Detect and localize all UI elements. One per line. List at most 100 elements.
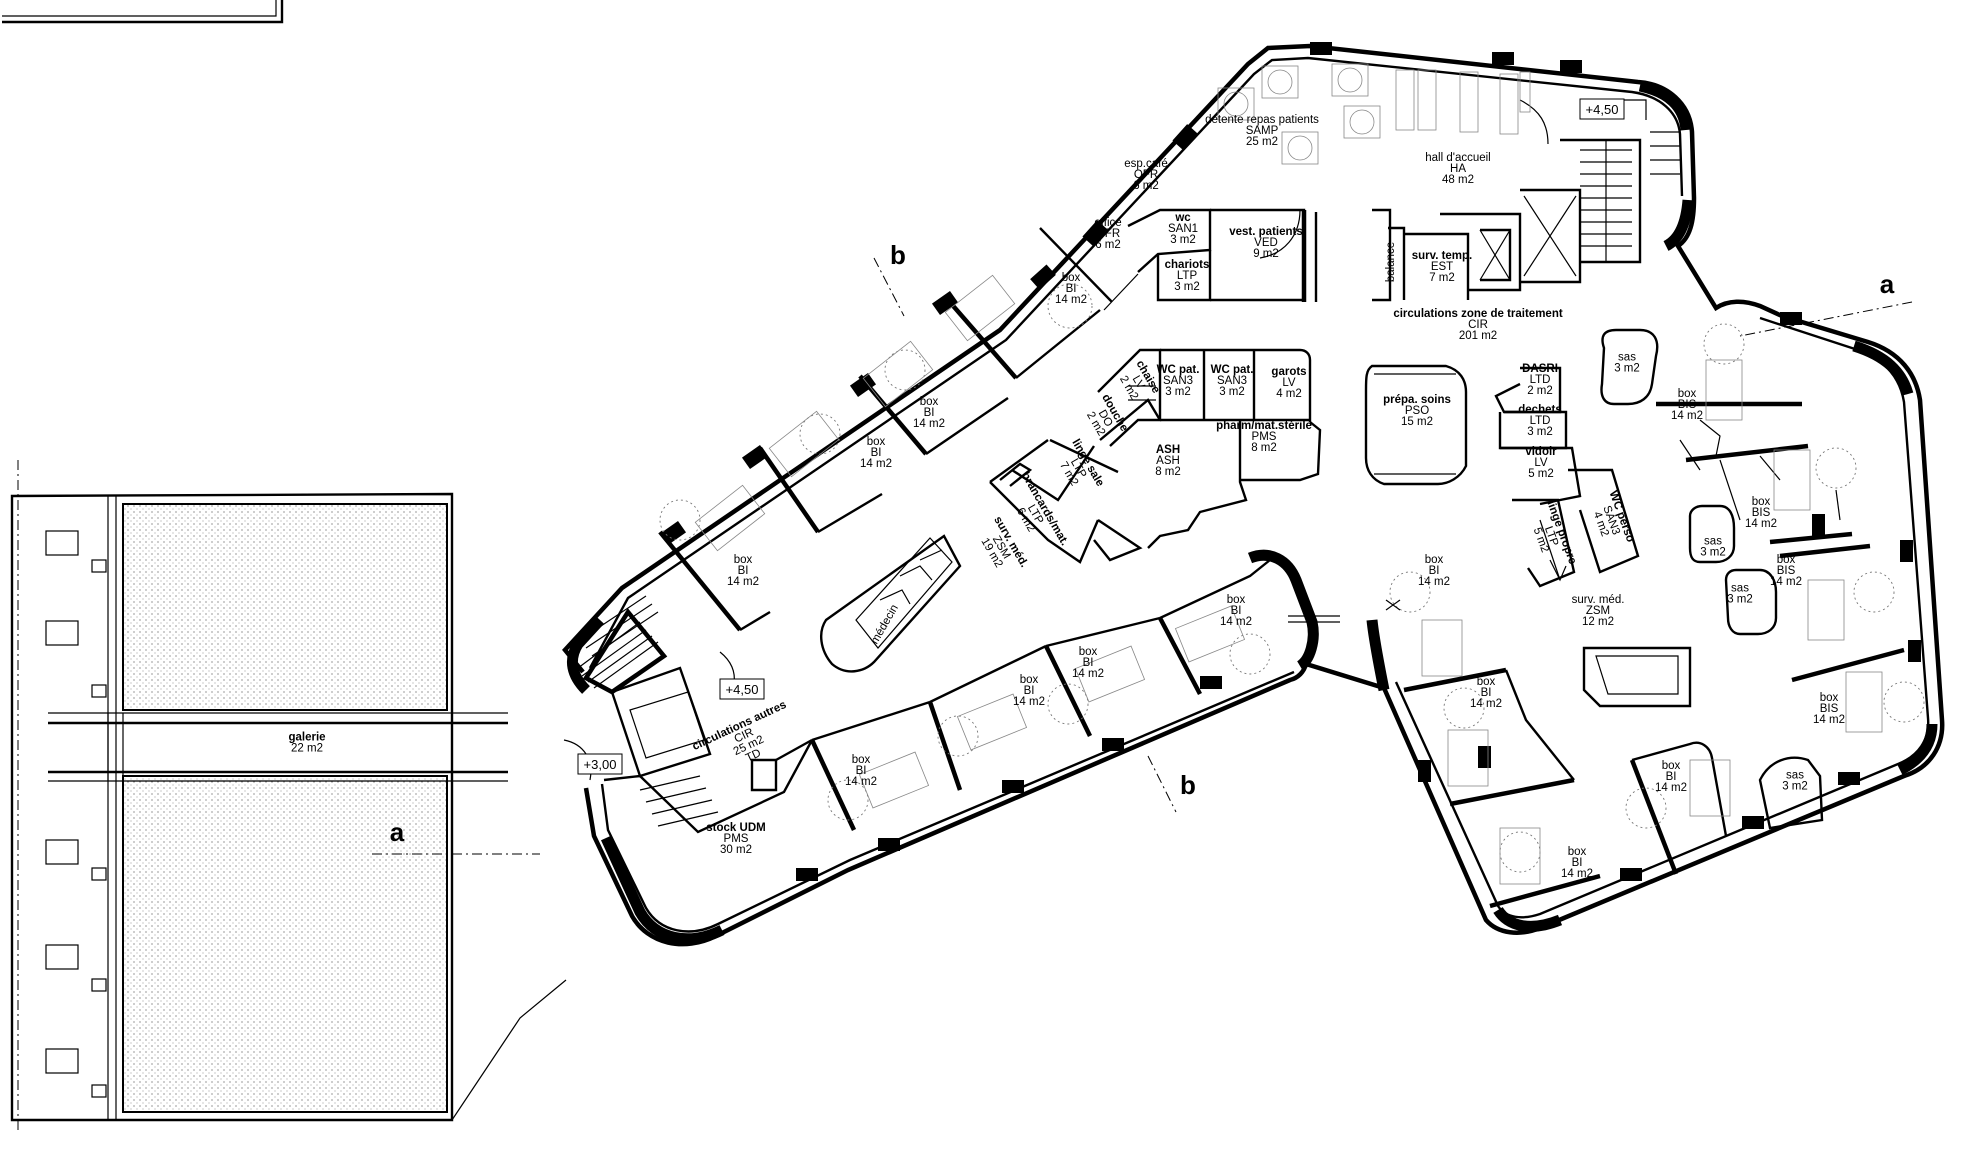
room-label-line: SAN3 bbox=[1163, 375, 1193, 387]
room-label-line: 9 m2 bbox=[1253, 248, 1279, 260]
room-label-line: 6 m2 bbox=[1133, 180, 1159, 192]
room-label-line: BI bbox=[1572, 857, 1583, 869]
room-label-line: OFR bbox=[1096, 228, 1120, 240]
room-label-line: sas bbox=[1704, 536, 1722, 548]
room-label-line: 30 m2 bbox=[720, 844, 752, 856]
room-label-line: 14 m2 bbox=[1671, 410, 1703, 422]
room-label-line: 14 m2 bbox=[860, 458, 892, 470]
room-label-line: esp.café bbox=[1124, 158, 1167, 170]
room-label-line: prépa. soins bbox=[1383, 394, 1451, 406]
room-label-line: BIS bbox=[1820, 703, 1839, 715]
room-label-line: surv. temp. bbox=[1412, 250, 1473, 262]
room-label-line: PMS bbox=[1252, 431, 1277, 443]
room-label-line: box bbox=[1777, 554, 1796, 566]
room-label-line: hall d'accueil bbox=[1425, 152, 1491, 164]
room-label-line: 14 m2 bbox=[1072, 668, 1104, 680]
room-label-line: sas bbox=[1731, 583, 1749, 595]
room-label-line: box bbox=[1425, 554, 1444, 566]
room-label-line: 3 m2 bbox=[1614, 363, 1640, 375]
room-label-line: box bbox=[1477, 676, 1496, 688]
survmed2-desk bbox=[1582, 646, 1692, 708]
room-label-line: BI bbox=[1666, 771, 1677, 783]
level-marker: +4,50 bbox=[1579, 98, 1625, 120]
room-label-line: surv. méd. bbox=[1572, 594, 1625, 606]
room-label-line: balance bbox=[1385, 242, 1397, 282]
room-label-line: PMS bbox=[724, 833, 749, 845]
level-marker-label: +4,50 bbox=[1586, 102, 1619, 117]
room-label-line: 3 m2 bbox=[1174, 281, 1200, 293]
room-label-line: LV bbox=[1282, 377, 1296, 389]
room-label-line: box bbox=[1020, 674, 1039, 686]
level-marker-label: +3,00 bbox=[584, 757, 617, 772]
room-label-line: LTD bbox=[1530, 415, 1551, 427]
room-label-line: 8 m2 bbox=[1251, 442, 1277, 454]
site-line bbox=[451, 979, 567, 1121]
level-markers: +4,50 +4,50 +3,00 bbox=[577, 98, 1625, 775]
room-label-line: TD bbox=[744, 747, 763, 764]
bottom-wing-partitions bbox=[775, 559, 1340, 831]
room-label-line: box bbox=[920, 396, 939, 408]
room-label-line: sas bbox=[1618, 352, 1636, 364]
room-label-line: 5 m2 bbox=[1528, 468, 1554, 480]
room-label-line: chariots bbox=[1165, 259, 1210, 271]
room-label-line: 14 m2 bbox=[1418, 576, 1450, 588]
room-label-line: BIS bbox=[1752, 507, 1771, 519]
bench-row bbox=[45, 530, 107, 1098]
room-label-line: box bbox=[1752, 496, 1771, 508]
room-label-line: LTD bbox=[1530, 374, 1551, 386]
room-label-line: sas bbox=[1786, 770, 1804, 782]
room-label-line: garots bbox=[1271, 366, 1306, 378]
room-label-line: BI bbox=[871, 447, 882, 459]
right-service-column bbox=[1494, 366, 1640, 588]
room-label-line: 14 m2 bbox=[1561, 868, 1593, 880]
building-outline bbox=[562, 43, 1945, 947]
room-label-line: stock UDM bbox=[706, 822, 765, 834]
room-label-line: 14 m2 bbox=[1220, 616, 1252, 628]
room-label-line: BI bbox=[1429, 565, 1440, 577]
level-marker-label: +4,50 bbox=[726, 682, 759, 697]
room-label-line: circulations zone de traitement bbox=[1393, 308, 1563, 320]
room-label-line: 3 m2 bbox=[1165, 386, 1191, 398]
level-marker: +3,00 bbox=[577, 753, 623, 775]
room-label-line: BI bbox=[1481, 687, 1492, 699]
room-label-line: 14 m2 bbox=[1470, 698, 1502, 710]
room-label-line: BI bbox=[1231, 605, 1242, 617]
galerie-bridge bbox=[48, 712, 508, 782]
room-label-line: 22 m2 bbox=[291, 743, 323, 755]
room-label-line: 14 m2 bbox=[1013, 696, 1045, 708]
room-label-balance: balance bbox=[1385, 242, 1397, 282]
room-label-line: PSO bbox=[1405, 405, 1429, 417]
room-label-line: wc bbox=[1174, 212, 1191, 224]
room-label-line: BI bbox=[1066, 283, 1077, 295]
room-label-line: ZSM bbox=[1586, 605, 1610, 617]
room-label-line: box bbox=[1227, 594, 1246, 606]
room-label-line: 3 m2 bbox=[1527, 426, 1553, 438]
room-label-line: ASH bbox=[1156, 455, 1180, 467]
room-label-line: dechets bbox=[1518, 404, 1561, 416]
room-label-line: box bbox=[734, 554, 753, 566]
